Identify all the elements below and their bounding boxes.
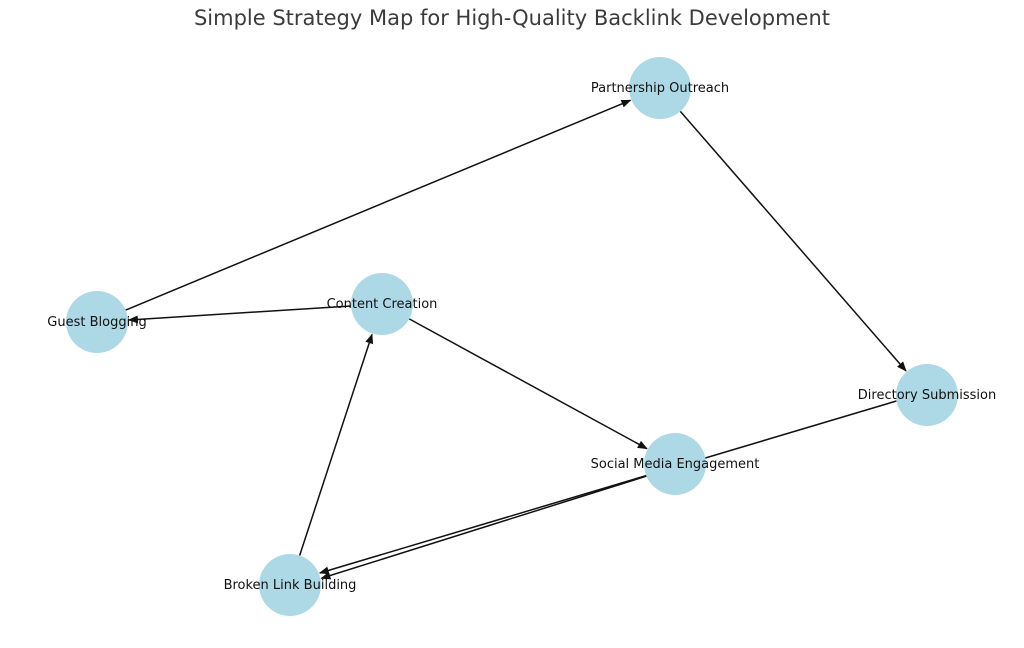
node-social-media-engagement: Social Media Engagement	[591, 433, 760, 495]
node-partnership-outreach: Partnership Outreach	[591, 57, 729, 119]
edge-directory-submission-to-broken-link-building	[318, 400, 897, 575]
edge-content-creation-to-social-media-engagement	[408, 318, 648, 450]
node-broken-link-building: Broken Link Building	[224, 554, 357, 616]
node-circle	[896, 364, 958, 426]
edge-content-creation-to-guest-blogging	[127, 305, 352, 324]
node-label: Partnership Outreach	[591, 81, 729, 96]
edges-layer	[125, 99, 907, 580]
node-guest-blogging: Guest Blogging	[47, 291, 147, 353]
edge-broken-link-building-to-content-creation	[298, 333, 374, 556]
edge-social-media-engagement-to-broken-link-building	[320, 475, 647, 580]
edge-partnership-outreach-to-directory-submission	[679, 110, 907, 372]
node-circle	[259, 554, 321, 616]
node-label: Broken Link Building	[224, 578, 357, 593]
node-circle	[66, 291, 128, 353]
node-label: Content Creation	[327, 297, 438, 312]
node-label: Guest Blogging	[47, 315, 146, 330]
node-circle	[629, 57, 691, 119]
page-title: Simple Strategy Map for High-Quality Bac…	[193, 6, 831, 30]
node-content-creation: Content Creation	[327, 273, 438, 335]
node-circle	[351, 273, 413, 335]
node-directory-submission: Directory Submission	[858, 364, 996, 426]
node-label: Social Media Engagement	[591, 457, 760, 472]
edge-guest-blogging-to-partnership-outreach	[125, 99, 632, 311]
node-circle	[644, 433, 706, 495]
node-label: Directory Submission	[858, 388, 996, 403]
